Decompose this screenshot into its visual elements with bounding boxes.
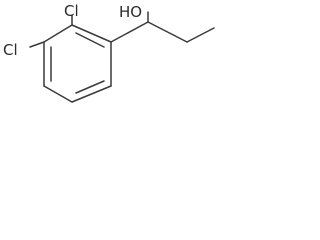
chain-bond-ethyl-2 xyxy=(186,27,215,43)
ring-double-bond-b xyxy=(75,80,105,94)
ring-double-bond-c xyxy=(75,32,105,48)
hydroxyl-label: HO xyxy=(119,3,142,21)
ring-bond-4 xyxy=(71,85,112,103)
molecule-canvas: Cl Cl HO xyxy=(0,0,225,133)
cl-top-label: Cl xyxy=(64,2,79,20)
molecule-structure: Cl Cl HO xyxy=(3,2,215,103)
chain-bond-ring-carbon xyxy=(110,21,149,43)
ring-bond-6 xyxy=(71,24,112,43)
ring-bond-3 xyxy=(43,85,73,103)
ring-bond-1 xyxy=(43,24,73,43)
chain-bond-ethyl-1 xyxy=(147,21,188,43)
cl-bond-left xyxy=(29,41,45,48)
cl-left-label: Cl xyxy=(3,41,18,59)
